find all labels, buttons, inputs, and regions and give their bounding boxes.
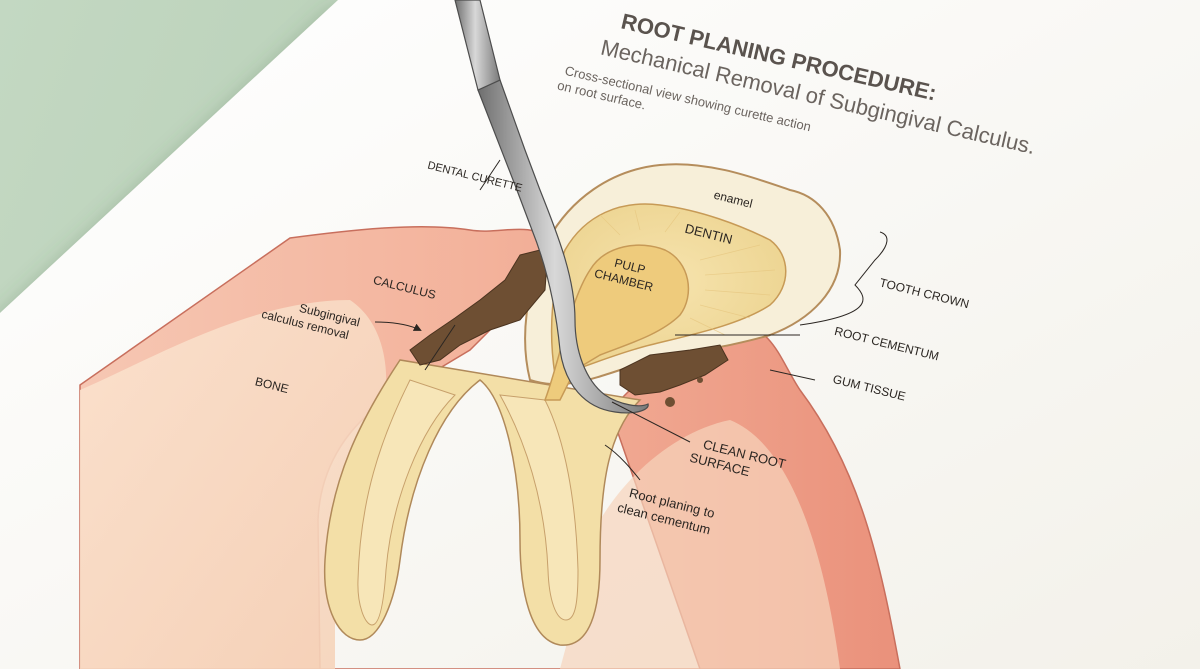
curette-handle[interactable]: [454, 0, 501, 91]
root-canal-right: [499, 394, 579, 621]
calculus-fragment: [665, 397, 675, 407]
bone-region: [80, 300, 387, 669]
calculus-right: [619, 344, 729, 396]
root-canal-left: [357, 379, 456, 626]
dental-curette-instrument[interactable]: [477, 79, 649, 414]
calculus-fragment: [697, 377, 703, 383]
bone-region-right: [560, 420, 840, 669]
dentin-tubules: [599, 209, 776, 336]
leader-lines: [374, 159, 888, 481]
